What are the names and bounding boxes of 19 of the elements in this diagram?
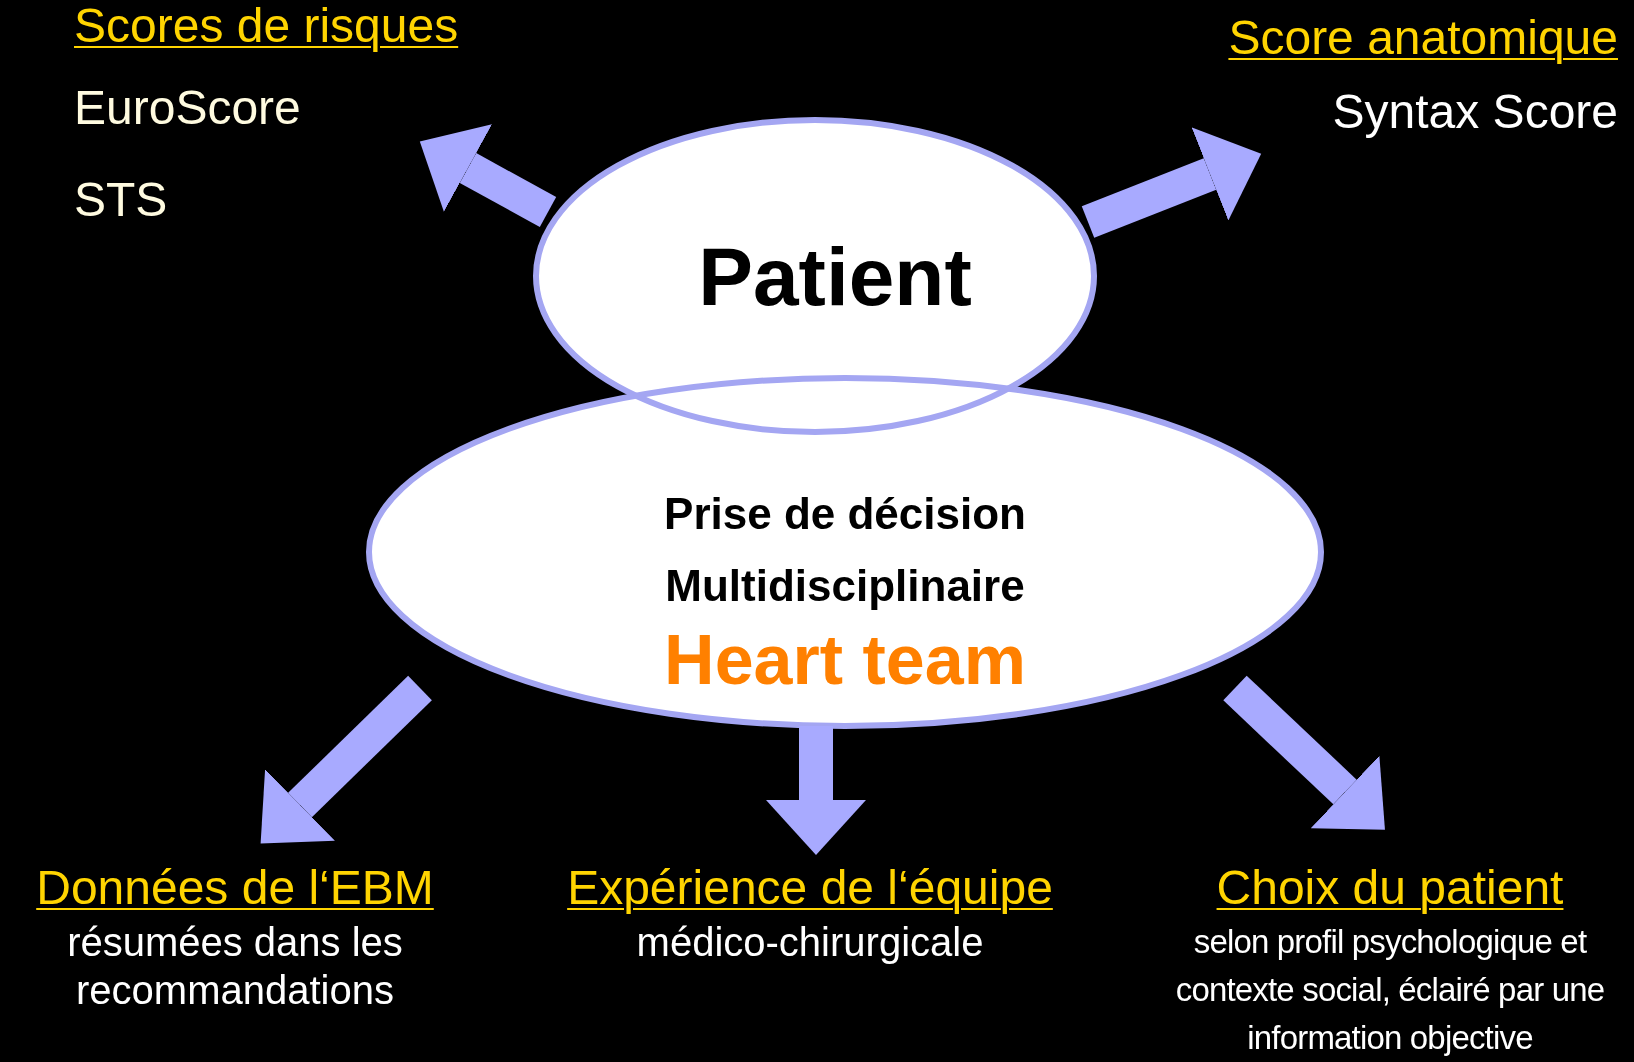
heading: Score anatomique — [1228, 10, 1618, 66]
patient-text: Patient — [698, 229, 972, 324]
block-arrow — [260, 675, 432, 844]
body-text: STS — [74, 172, 168, 228]
body-text: selon profil psychologique et contexte social, éclairé par une information objective — [1174, 922, 1606, 1058]
block-arrow — [766, 726, 866, 855]
body-text: EuroScore — [74, 80, 301, 136]
heart-team-text: Heart team — [664, 622, 1026, 698]
heading: Expérience de l‘équipe — [567, 860, 1053, 916]
decision-text: Prise de décision Multidisciplinaire — [663, 488, 1027, 612]
heading: Choix du patient — [1216, 860, 1564, 916]
block-arrow — [1223, 675, 1385, 830]
heading: Données de l‘EBM — [36, 860, 434, 916]
body-text: médico-chirurgicale — [636, 919, 984, 966]
block-arrow — [419, 124, 557, 227]
body-text: Syntax Score — [1332, 84, 1618, 140]
block-arrow — [1081, 127, 1262, 238]
body-text: résumées dans les recommandations — [66, 919, 404, 1014]
heading: Scores de risques — [74, 0, 459, 54]
